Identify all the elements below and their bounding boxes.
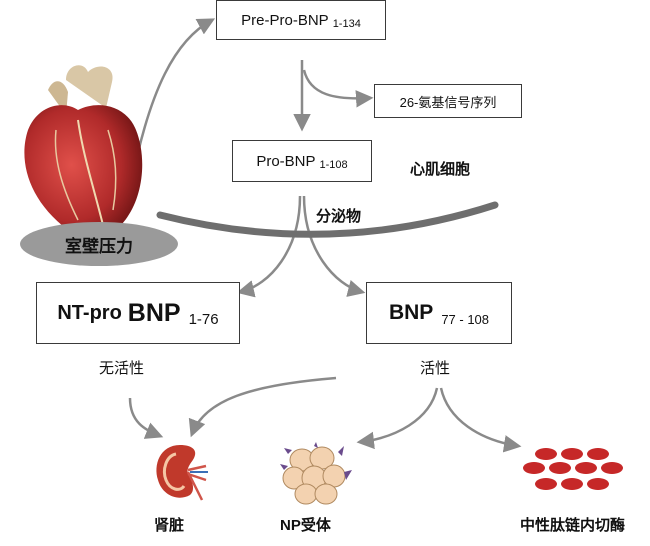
- kidney-icon: [156, 445, 208, 501]
- heart-icon: [24, 65, 143, 239]
- signal-sequence-box: 26-氨基信号序列: [374, 84, 522, 118]
- nt-pro-bnp-text: BNP: [127, 298, 181, 327]
- inactive-label: 无活性: [99, 360, 145, 377]
- cardiomyocyte-label: 心肌细胞: [410, 161, 471, 178]
- arrow-pro-to-ntpro: [236, 195, 302, 298]
- endopeptidase-icon: [523, 448, 623, 490]
- pre-pro-bnp-box: Pre-Pro-BNP 1-134: [216, 0, 386, 40]
- arrow-inactive-to-kidney: [128, 397, 164, 439]
- pro-bnp-text: Pro-BNP: [256, 152, 316, 170]
- pre-pro-bnp-text: Pre-Pro-BNP: [241, 11, 329, 29]
- arrow-pro-to-bnp: [302, 195, 366, 297]
- secretion-label: 分泌物: [316, 208, 362, 225]
- pro-bnp-box: Pro-BNP 1-108: [232, 140, 372, 182]
- bnp-box: BNP 77 - 108: [366, 282, 512, 344]
- heart-pressure-label: 室壁压力: [20, 222, 178, 266]
- arrow-active-to-kidney: [188, 376, 337, 438]
- arrow-prepro-to-signal: [302, 69, 374, 108]
- bnp-range: 77 - 108: [441, 311, 490, 327]
- nt-pro-bnp-box: NT-pro BNP 1-76: [36, 282, 240, 344]
- signal-sequence-text: 26-氨基信号序列: [399, 94, 497, 110]
- bnp-text: BNP: [388, 301, 434, 324]
- np-receptor-label: NP受体: [280, 517, 331, 534]
- endopeptidase-label: 中性肽链内切酶: [520, 517, 626, 534]
- nt-pro-text: NT-pro: [57, 301, 122, 324]
- pre-pro-bnp-range: 1-134: [332, 18, 361, 30]
- arrow-active-to-endopeptidase: [439, 387, 522, 453]
- secretion-membrane-arc: [156, 201, 499, 238]
- arrow-active-to-receptor: [356, 387, 439, 450]
- nt-pro-bnp-range: 1-76: [188, 310, 219, 328]
- kidney-label: 肾脏: [154, 517, 185, 534]
- active-label: 活性: [420, 360, 451, 377]
- pro-bnp-range: 1-108: [319, 159, 348, 171]
- np-receptor-icon: [280, 442, 352, 505]
